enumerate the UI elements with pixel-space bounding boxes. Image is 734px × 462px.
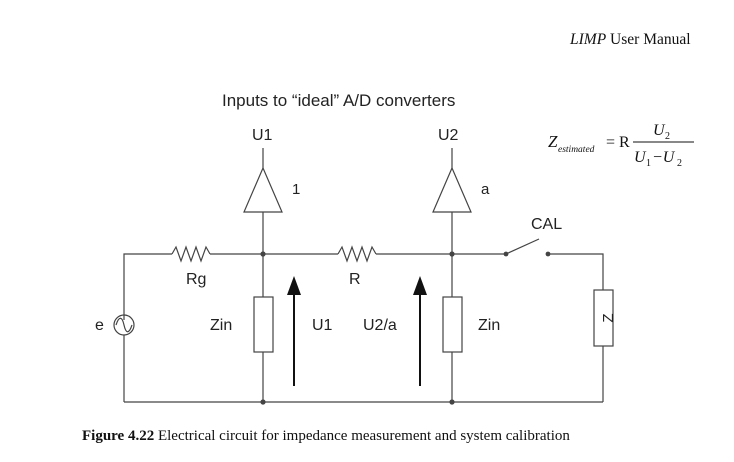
converter-u2-gain: a bbox=[481, 181, 490, 198]
converter-u1-gain: 1 bbox=[292, 181, 300, 198]
formula-denominator-minus-u: −U bbox=[652, 149, 676, 166]
top-rail bbox=[123, 245, 506, 320]
zin-right bbox=[442, 254, 463, 402]
resistor-rg bbox=[171, 245, 211, 263]
label-source: e bbox=[95, 317, 104, 334]
junction-u2-bottom bbox=[449, 399, 455, 405]
switch-to-z-wire bbox=[548, 253, 604, 290]
caption-text: Electrical circuit for impedance measure… bbox=[154, 428, 570, 444]
formula-denominator-u1-subscript: 1 bbox=[646, 158, 651, 169]
label-rg: Rg bbox=[186, 271, 206, 288]
formula-numerator-subscript: 2 bbox=[665, 131, 670, 142]
label-z: Z bbox=[600, 313, 617, 322]
converter-u2 bbox=[432, 148, 472, 254]
arrow-u1-head bbox=[287, 276, 301, 295]
label-r: R bbox=[349, 271, 361, 288]
manual-title-rest: User Manual bbox=[606, 31, 690, 48]
manual-title-italic: LIMP bbox=[569, 31, 607, 48]
arrow-u2a-head bbox=[413, 276, 427, 295]
converter-u1-label: U1 bbox=[252, 127, 273, 144]
voltage-source bbox=[113, 314, 135, 402]
source-to-rg-wire bbox=[123, 253, 172, 320]
zin-right-box bbox=[442, 296, 463, 353]
label-zin-right: Zin bbox=[478, 317, 500, 334]
diagram-title: Inputs to “ideal” A/D converters bbox=[222, 91, 455, 110]
zin-left bbox=[253, 254, 274, 402]
zin-left-box bbox=[253, 296, 274, 353]
converter-u1 bbox=[243, 148, 283, 254]
formula-z: Z bbox=[548, 132, 558, 151]
formula-denominator-u1: U bbox=[634, 149, 647, 166]
arrow-u1 bbox=[287, 276, 301, 386]
figure-caption: Figure 4.22 Electrical circuit for imped… bbox=[82, 428, 570, 444]
label-u2a-voltage: U2/a bbox=[363, 317, 397, 334]
converter-u2-label: U2 bbox=[438, 127, 459, 144]
label-zin-left: Zin bbox=[210, 317, 232, 334]
cal-switch bbox=[503, 238, 604, 290]
formula-numerator: U bbox=[653, 122, 666, 139]
z-under-test bbox=[593, 289, 614, 402]
junction-u1-bottom bbox=[260, 399, 266, 405]
resistor-r bbox=[337, 245, 377, 263]
impedance-formula: Z estimated = R U 2 U 1 −U 2 bbox=[548, 122, 694, 169]
arrow-u2a bbox=[413, 276, 427, 386]
label-cal: CAL bbox=[531, 216, 562, 233]
source-sine-icon bbox=[115, 317, 133, 333]
formula-denominator-u2-subscript: 2 bbox=[677, 158, 682, 169]
manual-title: LIMP User Manual bbox=[569, 31, 691, 48]
formula-z-subscript: estimated bbox=[558, 145, 595, 155]
switch-blade bbox=[505, 238, 540, 255]
u1-buffer-triangle bbox=[243, 166, 283, 213]
u2-buffer-triangle bbox=[432, 166, 472, 213]
label-u1-voltage: U1 bbox=[312, 317, 333, 334]
formula-eq-r: = R bbox=[606, 134, 630, 151]
caption-label: Figure 4.22 bbox=[82, 428, 154, 444]
